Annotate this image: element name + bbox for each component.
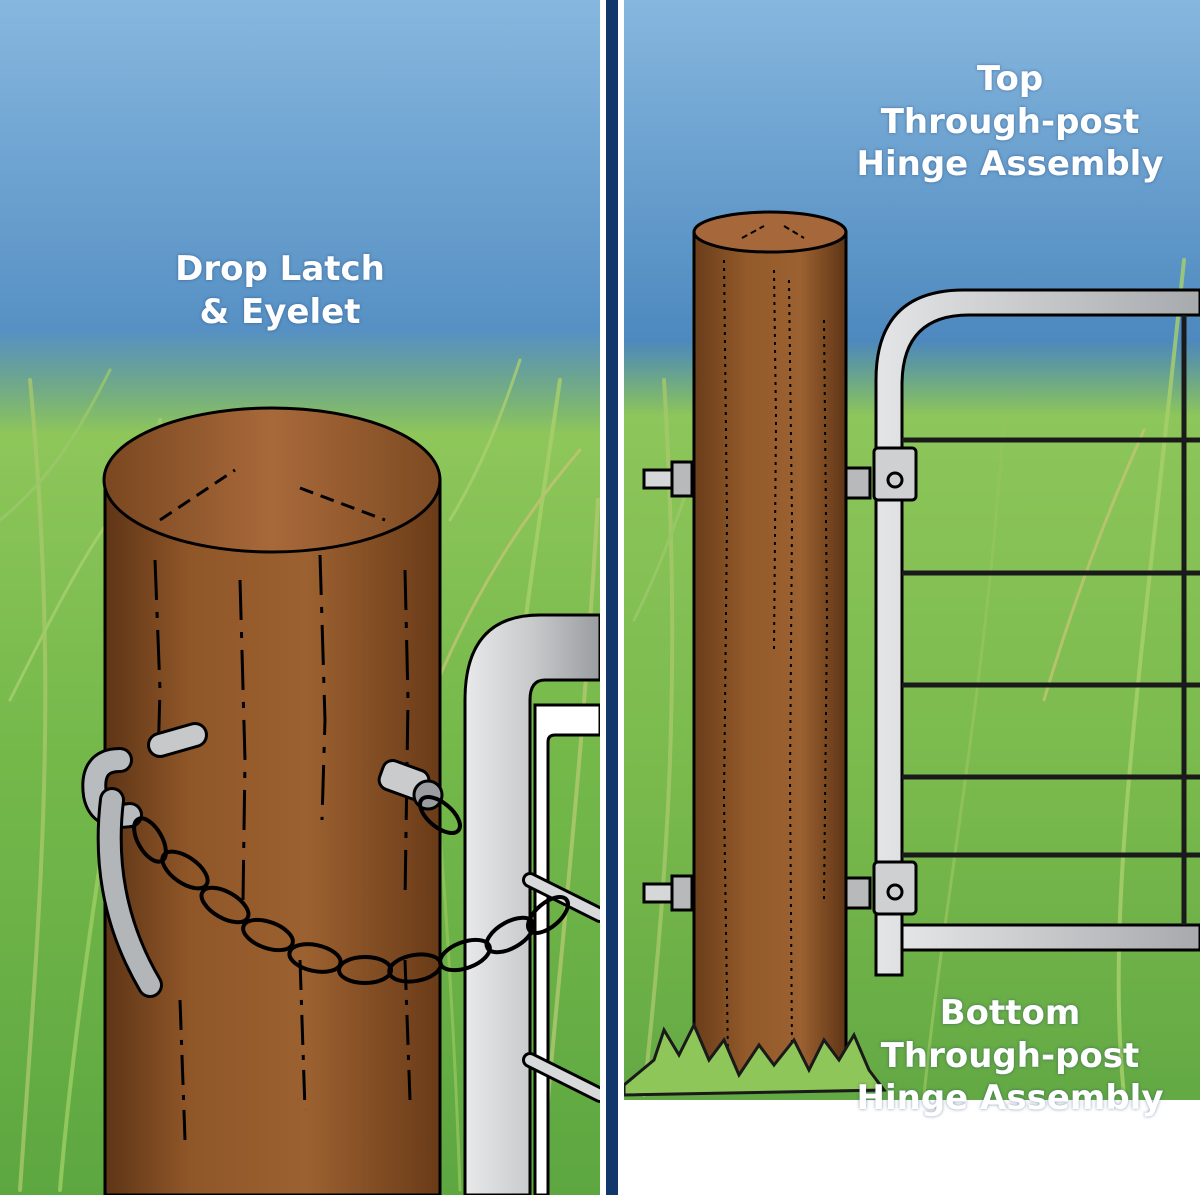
wooden-post	[692, 210, 848, 1087]
top-hinge-label-line-1: Top	[976, 59, 1044, 99]
gate	[874, 288, 1200, 977]
panel-divider	[600, 0, 624, 1195]
drop-latch-illustration	[0, 0, 600, 1195]
top-hinge-label: Top Through-post Hinge Assembly	[820, 58, 1200, 186]
grass-blades	[632, 258, 1186, 1097]
grass-tuft	[624, 1021, 887, 1097]
drop-latch-label-line-1: Drop Latch	[175, 249, 385, 289]
divider-edge-right	[618, 0, 624, 1195]
top-hinge-assembly	[642, 446, 918, 502]
top-hinge-label-line-2: Through-post	[880, 101, 1140, 142]
drop-latch-label-line-2: & Eyelet	[199, 291, 361, 332]
bottom-hinge-label-line-3: Hinge Assembly	[856, 1078, 1164, 1118]
drop-latch-panel	[0, 0, 600, 1195]
hinge-illustration	[624, 0, 1200, 1195]
bottom-hinge-label-line-1: Bottom	[939, 993, 1081, 1033]
bottom-hinge-label-line-2: Through-post	[880, 1035, 1140, 1076]
hinge-panel	[624, 0, 1200, 1195]
ground-bottom	[624, 1100, 1200, 1195]
wooden-post	[102, 406, 442, 1195]
top-hinge-label-line-3: Hinge Assembly	[856, 144, 1164, 184]
chain	[132, 795, 570, 985]
bottom-hinge-assembly	[642, 860, 918, 916]
divider-edge-left	[600, 0, 606, 1195]
eyelet	[377, 759, 444, 811]
bottom-hinge-label: Bottom Through-post Hinge Assembly	[820, 992, 1200, 1120]
drop-latch-hook	[81, 722, 208, 998]
drop-latch-label: Drop Latch & Eyelet	[120, 248, 440, 333]
